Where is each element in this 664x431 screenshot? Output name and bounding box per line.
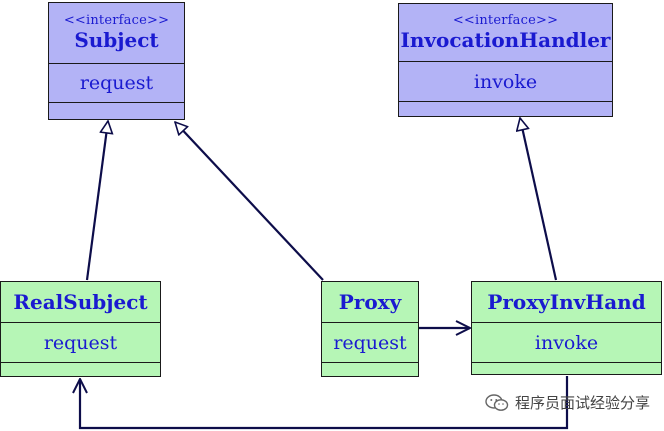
realsubject-name: RealSubject <box>13 290 148 314</box>
proxy-to-subject-realization <box>175 122 324 281</box>
proxyinvhand-header: ProxyInvHand <box>472 282 661 323</box>
subject-name: Subject <box>74 28 159 52</box>
subject-stereotype: <<interface>> <box>63 13 170 28</box>
proxyinvhand-to-realsubject-association <box>80 376 569 430</box>
proxyinvhand-method: invoke <box>472 323 661 363</box>
realsubject-class-box[interactable]: RealSubject request <box>0 281 161 377</box>
invocationhandler-empty-compartment <box>399 102 612 116</box>
proxy-name: Proxy <box>338 290 402 314</box>
realsubject-empty-compartment <box>1 363 160 376</box>
proxy-class-box[interactable]: Proxy request <box>321 281 419 377</box>
watermark: 程序员面试经验分享 <box>485 392 650 413</box>
realsubject-method: request <box>1 323 160 363</box>
invocationhandler-name: InvocationHandler <box>400 27 611 52</box>
proxyinvhand-class-box[interactable]: ProxyInvHand invoke <box>471 281 662 375</box>
realsubject-header: RealSubject <box>1 282 160 323</box>
invocationhandler-stereotype: <<interface>> <box>452 12 559 28</box>
realsubject-to-subject-realization <box>85 121 108 281</box>
proxyinvhand-to-invocationhandler-realization <box>520 118 558 281</box>
proxy-method: request <box>322 323 418 363</box>
proxy-empty-compartment <box>322 363 418 376</box>
wechat-icon <box>485 393 509 411</box>
invocationhandler-interface-box[interactable]: <<interface>> InvocationHandler invoke <box>398 3 613 117</box>
proxyinvhand-empty-compartment <box>472 363 661 374</box>
subject-header: <<interface>> Subject <box>49 3 184 64</box>
subject-empty-compartment <box>49 103 184 119</box>
invocationhandler-header: <<interface>> InvocationHandler <box>399 4 612 62</box>
subject-interface-box[interactable]: <<interface>> Subject request <box>48 2 185 120</box>
proxy-header: Proxy <box>322 282 418 323</box>
invocationhandler-method: invoke <box>399 62 612 102</box>
subject-method: request <box>49 64 184 103</box>
proxyinvhand-name: ProxyInvHand <box>487 290 646 314</box>
watermark-text: 程序员面试经验分享 <box>514 394 650 412</box>
